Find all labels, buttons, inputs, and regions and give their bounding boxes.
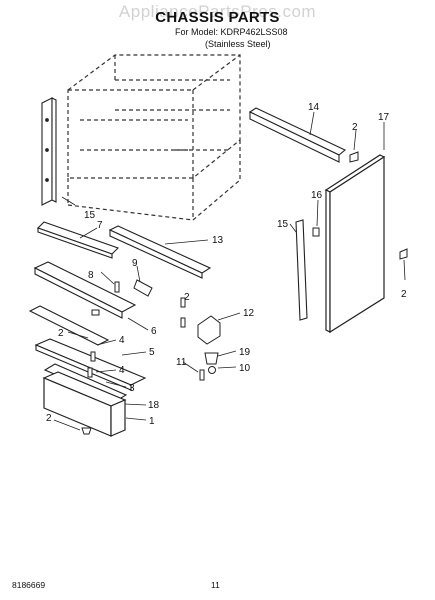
screw-part	[87, 367, 93, 378]
left-runner-part	[36, 221, 120, 259]
model-subtitle: For Model: KDRP462LSS08	[175, 27, 288, 37]
screw-part	[312, 227, 320, 237]
upper-plate-part	[28, 305, 110, 346]
hinge-pin-part	[208, 366, 216, 374]
base-grille-part	[42, 371, 127, 437]
callout-15: 15	[84, 210, 96, 221]
callout-7: 7	[97, 220, 103, 231]
screw-part	[180, 297, 186, 308]
callout-labels: 14 2 17 16 15 15 7 13 9 8 2 12 6 2 4 5 1…	[46, 102, 407, 427]
screw-part	[90, 351, 96, 362]
callout-2: 2	[352, 122, 358, 133]
page-title: CHASSIS PARTS	[155, 9, 280, 26]
callout-15: 15	[277, 219, 289, 230]
right-runner-part	[108, 225, 212, 279]
callout-5: 5	[149, 347, 155, 358]
callout-18: 18	[148, 400, 160, 411]
callout-16: 16	[311, 190, 323, 201]
callout-2: 2	[184, 292, 190, 303]
callout-2: 2	[46, 413, 52, 424]
screw-part	[81, 427, 92, 435]
callout-6: 6	[151, 326, 157, 337]
angle-bracket-part	[197, 315, 221, 345]
callout-2: 2	[58, 328, 64, 339]
screw-part	[399, 248, 408, 260]
watermark: AppliancePartsPros.com	[118, 2, 317, 21]
callout-8: 8	[88, 270, 94, 281]
callout-3: 3	[129, 383, 135, 394]
document-number: 8186669	[12, 580, 46, 590]
callout-13: 13	[212, 235, 224, 246]
door-panel-part	[324, 154, 386, 334]
screw-part	[349, 151, 359, 163]
callout-14: 14	[308, 102, 320, 113]
hinge-part	[204, 352, 219, 365]
callout-11: 11	[176, 357, 187, 368]
clip-part	[91, 309, 100, 316]
callout-10: 10	[239, 363, 251, 374]
small-hardware	[81, 151, 408, 435]
callout-2: 2	[401, 289, 407, 300]
top-bracket-part	[248, 107, 347, 163]
callout-4: 4	[119, 365, 125, 376]
screw-part	[114, 281, 120, 293]
screw-part	[180, 317, 186, 328]
callout-12: 12	[243, 308, 255, 319]
callout-4: 4	[119, 335, 125, 346]
right-side-strip-part	[295, 219, 308, 321]
left-side-rail-part	[41, 97, 57, 206]
front-trim-part	[33, 261, 137, 319]
cabinet-outline	[67, 54, 241, 221]
callout-19: 19	[239, 347, 251, 358]
callout-9: 9	[132, 258, 138, 269]
callout-1: 1	[149, 416, 155, 427]
leader-lines	[53, 111, 406, 431]
finish-variant: (Stainless Steel)	[205, 39, 271, 49]
callout-17: 17	[378, 112, 390, 123]
screw-part	[199, 369, 205, 381]
page-number: 11	[211, 580, 220, 590]
clip-bracket-part	[133, 279, 153, 297]
